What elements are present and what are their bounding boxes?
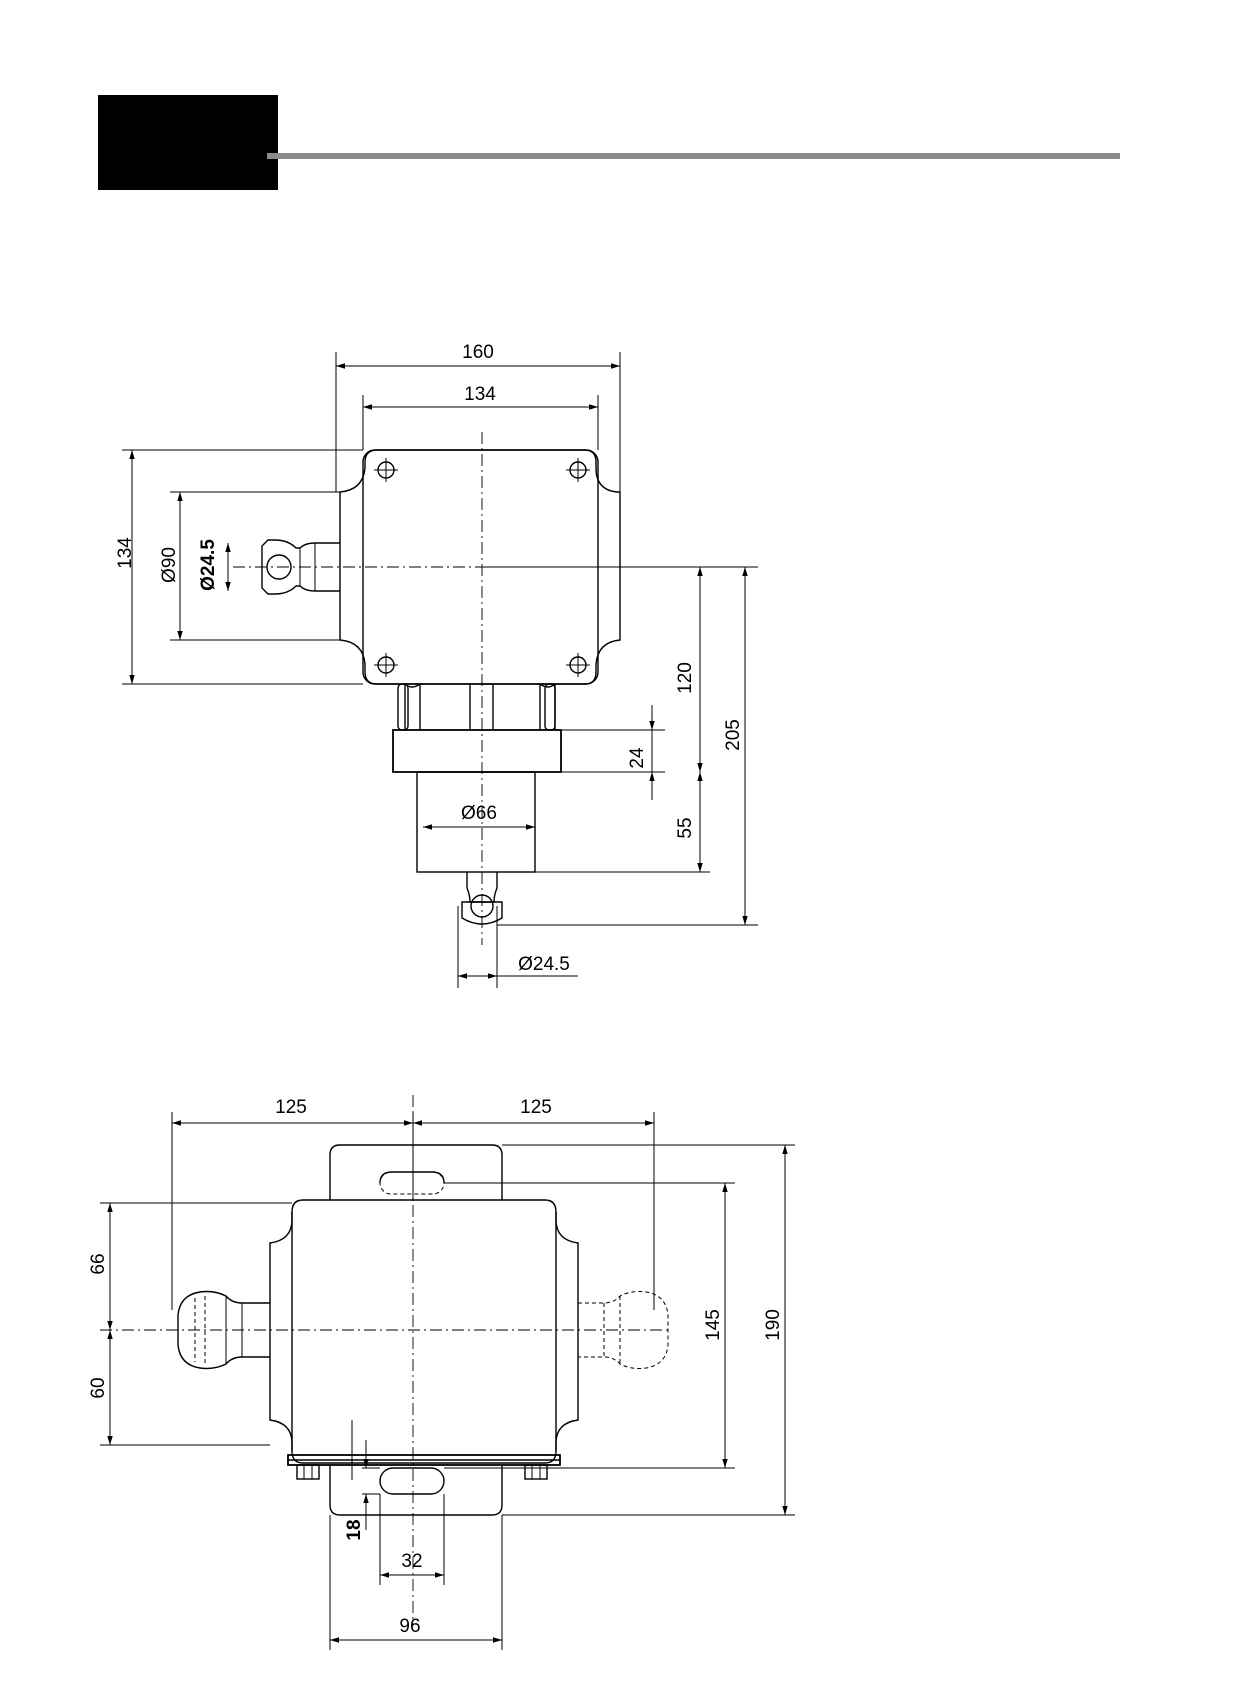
dim-overall-height: 190 [763, 1309, 784, 1341]
dim-base-width: 96 [399, 1616, 420, 1637]
dim-right-reach: 125 [520, 1097, 552, 1118]
dim-slot-centers: 145 [703, 1309, 724, 1341]
dim-flange-diameter: Ø90 [159, 547, 180, 583]
side-port-icon [261, 539, 340, 595]
dim-flange-thickness: 24 [627, 747, 648, 769]
dim-hub-diameter: Ø66 [461, 803, 497, 824]
dim-body-height: 134 [115, 537, 136, 569]
left-port-icon [177, 1290, 270, 1370]
dim-bottom-port-diameter: Ø24.5 [518, 954, 570, 975]
dim-left-reach: 125 [275, 1097, 307, 1118]
dim-side-port-diameter: Ø24.5 [198, 539, 219, 591]
bolt-icon [296, 1464, 548, 1480]
dim-center-to-port: 205 [723, 719, 744, 751]
right-port-icon [578, 1291, 669, 1369]
dim-slot-width: 32 [401, 1551, 422, 1572]
dim-body-width: 134 [464, 384, 496, 405]
header-rule [267, 153, 1120, 159]
top-view: 160 134 134 Ø90 Ø24.5 120 205 24 55 Ø66 … [115, 342, 758, 988]
dim-hub-length: 55 [675, 817, 696, 838]
bottom-port-icon [461, 872, 503, 925]
dim-overall-width: 160 [462, 342, 494, 363]
header-black-block [98, 95, 278, 190]
dim-upper-offset: 66 [88, 1253, 109, 1274]
bottom-view: 125 125 66 60 145 190 18 32 96 [88, 1095, 795, 1650]
dim-lower-offset: 60 [88, 1377, 109, 1398]
bolt-hole-icon [374, 458, 590, 677]
dim-center-to-flange: 120 [675, 662, 696, 694]
dim-slot-depth: 18 [344, 1519, 365, 1540]
